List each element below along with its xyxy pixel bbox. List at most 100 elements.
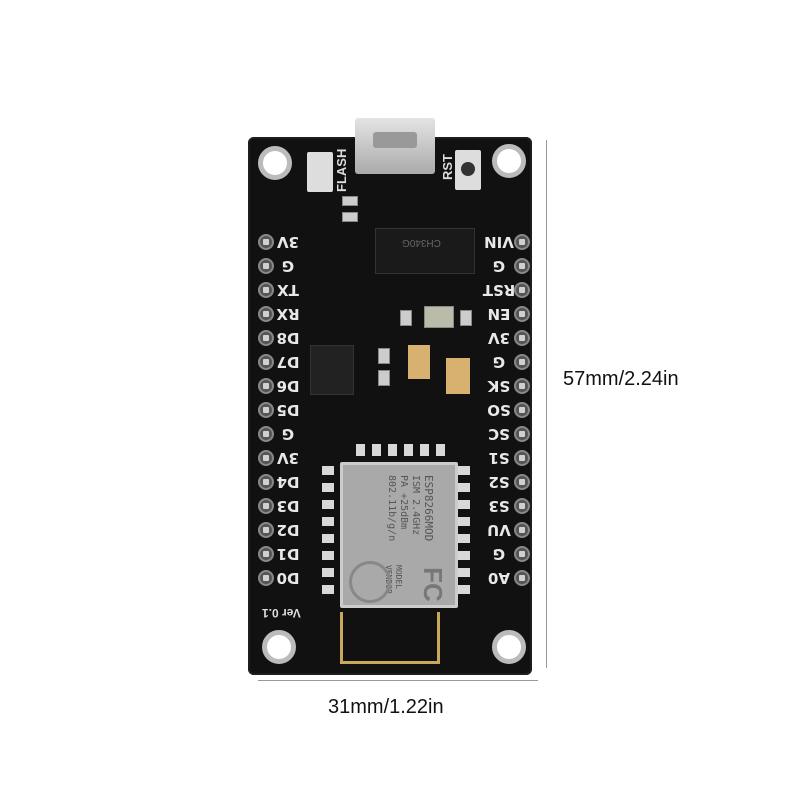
pin-label-s1: S1 (488, 449, 510, 467)
header-pin (258, 474, 274, 490)
header-pin (514, 426, 530, 442)
module-text: MODEL (394, 565, 403, 590)
module-pad (458, 466, 470, 475)
micro-usb-port (355, 118, 435, 174)
pin-label-s3: S3 (488, 497, 510, 515)
module-pad (388, 444, 397, 456)
module-pad (322, 551, 334, 560)
pin-label-d1: D1 (276, 545, 300, 563)
pin-label-g: G (492, 353, 506, 371)
module-pad (458, 483, 470, 492)
tantalum-capacitor (408, 345, 430, 379)
height-dimension-line (546, 140, 547, 668)
module-text: PA +25dBm (398, 475, 409, 530)
header-pin (258, 402, 274, 418)
pin-label-d7: D7 (276, 353, 300, 371)
header-pin (514, 570, 530, 586)
header-pin (258, 306, 274, 322)
pin-label-so: SO (487, 401, 511, 419)
width-label: 31mm/1.22in (328, 696, 444, 718)
version-label: Ver 0.1 (262, 606, 301, 620)
pin-label-d4: D4 (276, 473, 300, 491)
header-pin (514, 378, 530, 394)
module-pad (372, 444, 381, 456)
header-pin (514, 474, 530, 490)
chip-label: CH340G (402, 237, 441, 248)
header-pin (258, 354, 274, 370)
esp8266-module: ESP8266MOD ISM 2.4GHz PA +25dBm 802.11b/… (340, 462, 458, 608)
module-pad (322, 585, 334, 594)
pin-label-d8: D8 (276, 329, 300, 347)
header-pin (514, 258, 530, 274)
width-dimension-line (258, 680, 538, 681)
header-pin (258, 570, 274, 586)
header-pin (514, 234, 530, 250)
header-pin (258, 426, 274, 442)
pin-label-d5: D5 (276, 401, 300, 419)
header-pin (514, 546, 530, 562)
pin-label-d2: D2 (276, 521, 300, 539)
module-pad (436, 444, 445, 456)
reset-button (455, 150, 481, 190)
header-pin (514, 330, 530, 346)
flash-label: FLASH (334, 148, 349, 192)
header-pin (258, 522, 274, 538)
pcb-antenna (340, 612, 440, 664)
usb-serial-chip: CH340G (375, 228, 475, 274)
voltage-regulator (310, 345, 354, 395)
pin-label-a0: A0 (487, 569, 511, 587)
header-pin (258, 330, 274, 346)
pin-label-3v: 3V (487, 329, 511, 347)
header-pin (514, 402, 530, 418)
header-pin (258, 546, 274, 562)
pin-label-rst: RST (482, 281, 516, 299)
module-pad (404, 444, 413, 456)
pin-label-g: G (281, 425, 295, 443)
header-pin (258, 282, 274, 298)
header-pin (514, 450, 530, 466)
pin-label-g: G (492, 257, 506, 275)
pin-label-tx: TX (277, 281, 299, 299)
header-pin (258, 234, 274, 250)
pin-label-d0: D0 (276, 569, 300, 587)
mounting-hole (262, 630, 296, 664)
pin-label-en: EN (487, 305, 511, 323)
pin-label-d6: D6 (276, 377, 300, 395)
module-text: ISM 2.4GHz (410, 475, 421, 536)
rst-label: RST (440, 154, 455, 180)
header-pin (258, 258, 274, 274)
pin-label-3v: 3V (276, 233, 300, 251)
mounting-hole (492, 144, 526, 178)
module-pad (322, 568, 334, 577)
pin-label-d3: D3 (276, 497, 300, 515)
module-pad (322, 483, 334, 492)
pin-label-s2: S2 (488, 473, 510, 491)
espressif-logo (349, 561, 391, 603)
pin-label-sk: SK (487, 377, 511, 395)
pin-label-3v: 3V (276, 449, 300, 467)
height-label: 57mm/2.24in (563, 368, 679, 390)
tantalum-capacitor (446, 358, 470, 394)
module-pad (458, 585, 470, 594)
header-pin (514, 282, 530, 298)
module-pad (458, 517, 470, 526)
header-pin (514, 354, 530, 370)
module-pad (420, 444, 429, 456)
header-pin (258, 450, 274, 466)
pin-label-vu: VU (487, 521, 511, 539)
header-pin (514, 306, 530, 322)
module-pad (458, 534, 470, 543)
pin-label-g: G (492, 545, 506, 563)
fcc-logo: FC (417, 567, 448, 602)
module-pad (458, 551, 470, 560)
header-pin (258, 498, 274, 514)
module-pad (322, 500, 334, 509)
flash-button (307, 152, 333, 192)
module-pad (322, 517, 334, 526)
module-pad (458, 500, 470, 509)
module-model: ESP8266MOD (422, 475, 435, 542)
module-pad (356, 444, 365, 456)
pin-label-rx: RX (276, 305, 300, 323)
pin-label-sc: SC (488, 425, 510, 443)
